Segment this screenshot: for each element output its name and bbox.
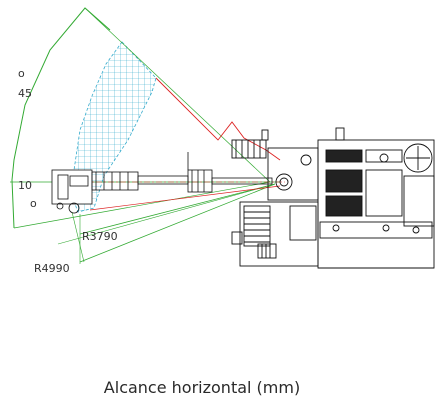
angle-bottom-value: 10 bbox=[18, 179, 32, 192]
boom-limit-line bbox=[155, 77, 281, 161]
working-envelope bbox=[71, 41, 157, 213]
radius-mid-line bbox=[57, 183, 276, 245]
inner-radius-bracket bbox=[71, 211, 85, 263]
angle-bottom-degree-symbol: o bbox=[30, 197, 37, 210]
radius-inner-line bbox=[79, 183, 276, 235]
radius-inner-label: R3790 bbox=[82, 230, 118, 243]
angle-top-degree-symbol: o bbox=[18, 67, 25, 80]
angle-10-line bbox=[13, 181, 271, 229]
radius-outer-line bbox=[79, 183, 276, 263]
radius-outer-label: R4990 bbox=[34, 262, 70, 275]
angle-45-line bbox=[84, 7, 271, 183]
boom-lower-line bbox=[89, 185, 281, 211]
angle-top-value: 45 bbox=[18, 87, 32, 100]
carrier-machine bbox=[231, 127, 435, 269]
diagram-caption: Alcance horizontal (mm) bbox=[103, 378, 301, 397]
drill-boom bbox=[51, 152, 273, 214]
